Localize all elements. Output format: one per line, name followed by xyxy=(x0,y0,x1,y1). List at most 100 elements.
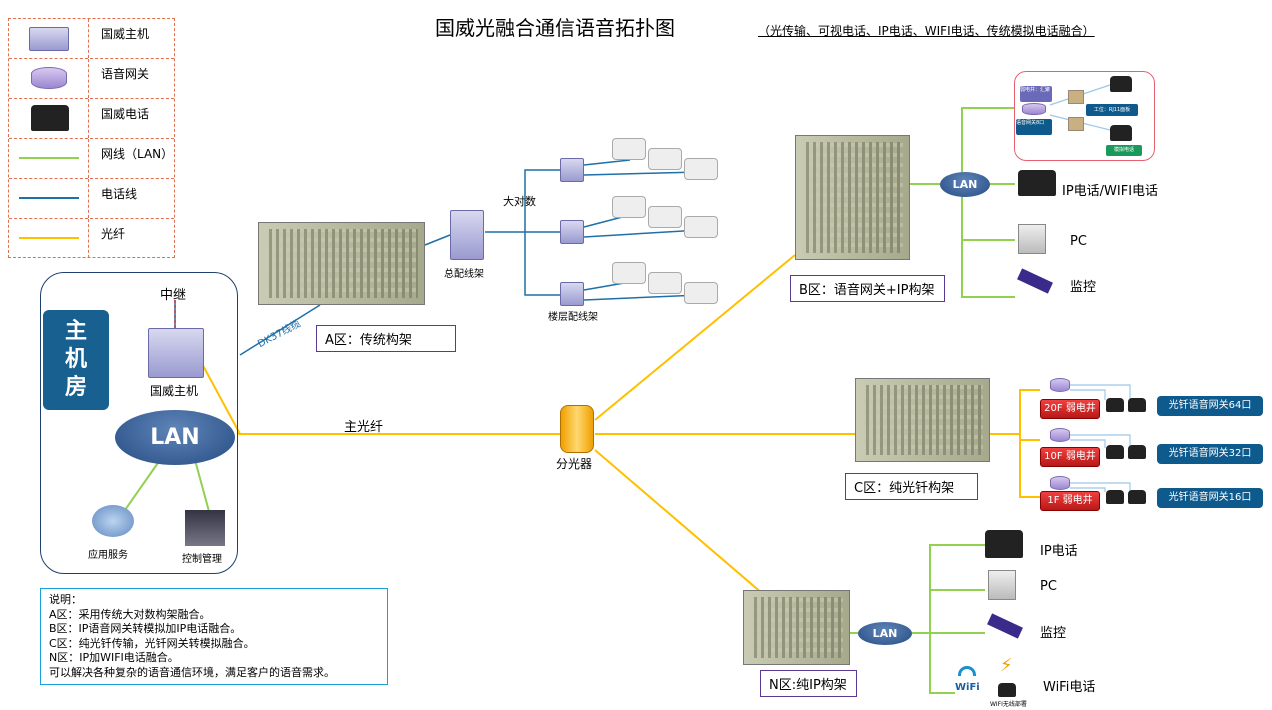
host-switch-icon[interactable] xyxy=(148,328,204,378)
host-switch-icon xyxy=(29,27,69,51)
voice-gateway-icon xyxy=(1050,378,1070,392)
voice-gateway-icon xyxy=(31,67,67,89)
legend-label: 光纤 xyxy=(101,227,126,241)
telephone-icon xyxy=(684,282,718,304)
notes-line: A区：采用传统大对数构架融合。 xyxy=(49,607,211,621)
zone-n-building-icon xyxy=(743,590,850,665)
telephone-icon xyxy=(1128,398,1146,412)
splitter-icon xyxy=(560,405,594,453)
analog-label: 模拟电话 xyxy=(1106,145,1142,156)
telephone-icon xyxy=(612,138,646,160)
floor-rack-label: 楼层配线架 xyxy=(548,312,598,323)
floor-label: 10F 弱电井 xyxy=(1040,447,1100,467)
notes-line: 说明： xyxy=(49,593,82,606)
pc-label: PC xyxy=(1040,579,1057,594)
app-server-label: 应用服务 xyxy=(88,550,128,561)
telephone-icon xyxy=(648,206,682,228)
zone-c-building-icon xyxy=(855,378,990,462)
zone-a-label: A区：传统构架 xyxy=(316,325,456,352)
telephone-icon xyxy=(684,158,718,180)
lan-cloud: LAN xyxy=(115,410,235,465)
operator-icon xyxy=(185,510,225,546)
legend-label: 网线（LAN） xyxy=(101,147,174,161)
floor-rack-icon xyxy=(560,158,584,182)
lan-line-icon xyxy=(19,157,79,159)
voice-gateway-icon xyxy=(1050,428,1070,442)
notes-line: B区：IP语音网关转模拟加IP电话融合。 xyxy=(49,622,242,635)
zone-b-label: B区：语音网关+IP构架 xyxy=(790,275,945,302)
rj11-panel-icon xyxy=(1068,117,1084,131)
splitter-label: 分光器 xyxy=(556,457,593,471)
floor-rack-icon xyxy=(560,282,584,306)
ip-phone-icon xyxy=(1018,170,1056,196)
zone-b-inset xyxy=(1014,71,1155,161)
notes-line: 可以解决各种复杂的语音通信环境，满足客户的语音需求。 xyxy=(49,665,335,679)
telephone-icon xyxy=(684,216,718,238)
wifi-deploy-label: WIFI无线部署 xyxy=(990,701,1027,708)
telephone-icon xyxy=(612,196,646,218)
pc-icon xyxy=(1018,224,1046,254)
rj11-panel-icon xyxy=(1068,90,1084,104)
ip-phone-icon xyxy=(985,530,1023,558)
telephone-icon xyxy=(1106,490,1124,504)
telephone-icon xyxy=(1128,490,1146,504)
zone-b-building-icon xyxy=(795,135,910,260)
telephone-icon xyxy=(612,262,646,284)
notes-box: 说明： A区：采用传统大对数构架融合。 B区：IP语音网关转模拟加IP电话融合。… xyxy=(40,588,388,685)
legend-label: 电话线 xyxy=(101,187,138,201)
fiber-gateway-label: 光钎语音网关64口 xyxy=(1157,396,1263,416)
main-rack-label: 总配线架 xyxy=(444,269,484,280)
zone-n-label: N区:纯IP构架 xyxy=(760,670,857,697)
pc-icon xyxy=(988,570,1016,600)
phone-line-icon xyxy=(19,197,79,199)
zone-a-building-icon xyxy=(258,222,425,305)
voice-gateway-icon xyxy=(1050,476,1070,490)
telephone-icon xyxy=(1106,445,1124,459)
relay-label: 中继 xyxy=(160,288,187,303)
notes-line: N区：IP加WIFI电话融合。 xyxy=(49,651,179,664)
floor-rack-icon xyxy=(560,220,584,244)
notes-line: C区：纯光钎传输，光钎网关转模拟融合。 xyxy=(49,636,255,650)
floor-label: 1F 弱电井 xyxy=(1040,491,1100,511)
legend-label: 国威主机 xyxy=(101,27,150,41)
camera-label: 监控 xyxy=(1070,280,1097,295)
host-label: 国威主机 xyxy=(150,384,199,398)
lan-cloud: LAN xyxy=(940,172,990,197)
page-subtitle: （光传输、可视电话、IP电话、WIFI电话、传统模拟电话融合） xyxy=(758,24,1095,38)
telephone-icon xyxy=(31,105,69,131)
station-label: 工位：RJ11面板 xyxy=(1086,104,1138,116)
fiber-gateway-label: 光钎语音网关32口 xyxy=(1157,444,1263,464)
pc-label: PC xyxy=(1070,234,1087,249)
telephone-icon xyxy=(1110,125,1132,141)
legend-label: 国威电话 xyxy=(101,107,150,121)
camera-label: 监控 xyxy=(1040,626,1067,641)
fiber-line-icon xyxy=(19,237,79,239)
app-server-icon xyxy=(92,505,134,537)
gateway-label: 语音网关8口 xyxy=(1016,119,1052,135)
ip-phone-label: IP电话 xyxy=(1040,544,1078,559)
wifi-phone-label: WiFi电话 xyxy=(1043,680,1096,695)
wifi-label: WiFi xyxy=(955,682,980,693)
trunk-label: 大对数 xyxy=(503,195,536,208)
floor-label: 20F 弱电井 xyxy=(1040,399,1100,419)
lan-cloud: LAN xyxy=(858,622,912,645)
wifi-icon xyxy=(958,666,976,676)
telephone-icon xyxy=(1128,445,1146,459)
control-label: 控制管理 xyxy=(182,554,222,565)
main-fiber-label: 主光纤 xyxy=(344,420,384,435)
telephone-icon xyxy=(1110,76,1132,92)
legend-label: 语音网关 xyxy=(101,67,150,81)
wifi-phone-icon xyxy=(998,683,1016,697)
lightning-icon: ⚡ xyxy=(1000,655,1013,676)
telephone-icon xyxy=(648,148,682,170)
shaft-label: 弱电井：汇聚 xyxy=(1020,86,1052,102)
main-distribution-rack-icon xyxy=(450,210,484,260)
machine-room xyxy=(40,272,238,574)
telephone-icon xyxy=(1106,398,1124,412)
telephone-icon xyxy=(648,272,682,294)
fiber-gateway-label: 光钎语音网关16口 xyxy=(1157,488,1263,508)
machine-room-title: 主机房 xyxy=(43,310,109,410)
voice-gateway-icon xyxy=(1022,103,1046,115)
legend: 国威主机 语音网关 国威电话 网线（LAN） 电话线 光纤 xyxy=(8,18,175,258)
